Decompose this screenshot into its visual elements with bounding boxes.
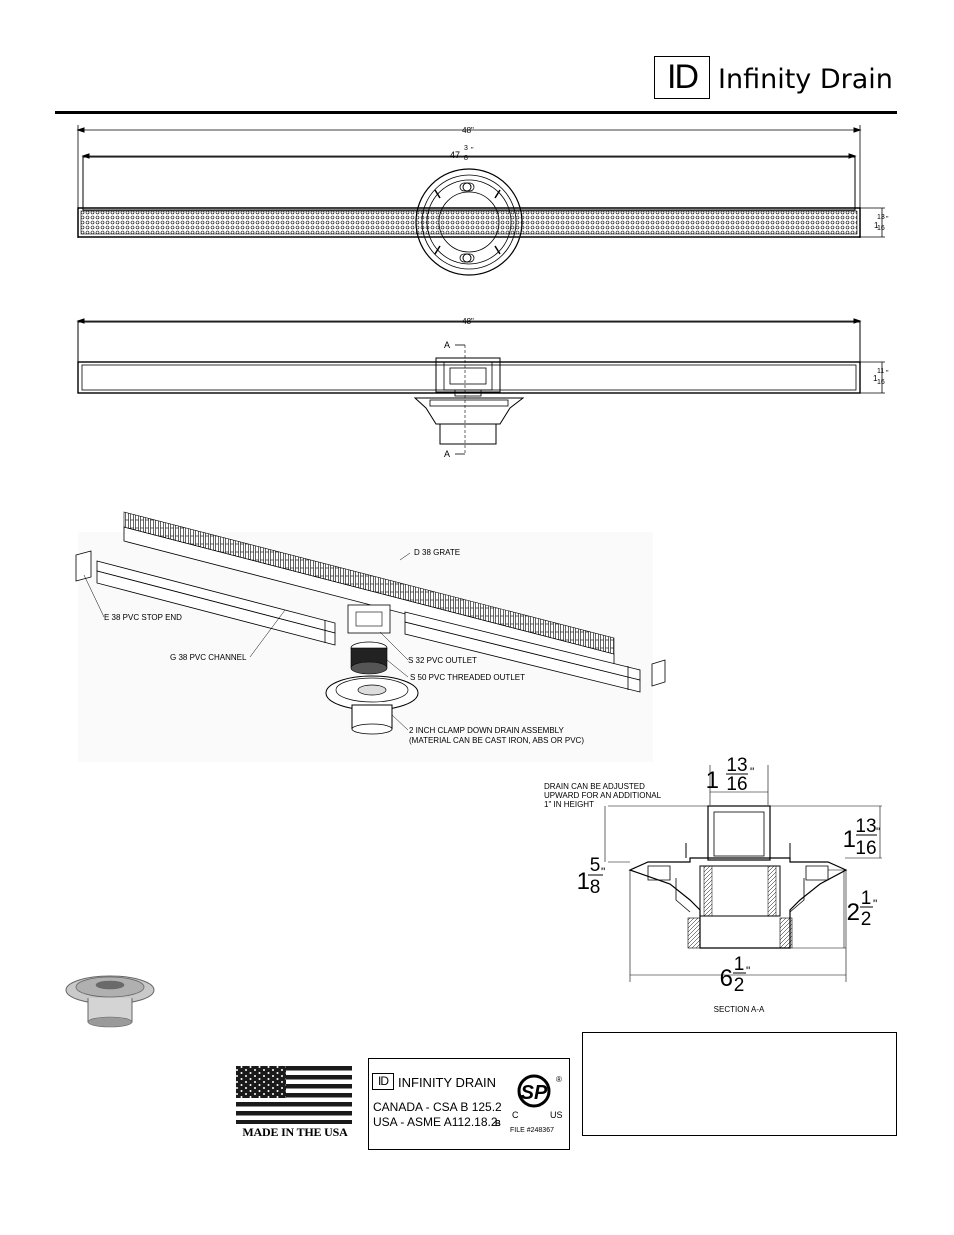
exploded-view	[75, 511, 666, 762]
side-height-num: 11	[877, 368, 884, 375]
header-rule	[55, 111, 897, 114]
section-mark-top: A	[444, 340, 450, 350]
top-width-whole-sec: 1	[706, 767, 719, 794]
label-clamp-drain: 2 INCH CLAMP DOWN DRAIN ASSEMBLY	[409, 726, 565, 735]
flange-width-num: 1	[734, 954, 745, 975]
section-note-2: UPWARD FOR AN ADDITIONAL	[544, 791, 662, 800]
label-threaded-outlet: S 50 PVC THREADED OUTLET	[410, 673, 525, 682]
top-view	[76, 125, 885, 276]
stamp-brand: INFINITY DRAIN	[398, 1075, 496, 1090]
side-height-suffix: "	[886, 370, 889, 377]
left-height-den: 8	[590, 877, 601, 898]
made-in-usa-label: MADE IN THE USA	[242, 1125, 348, 1139]
csa-c: C	[512, 1110, 519, 1120]
top-width-whole: 1	[874, 221, 879, 230]
right-height-whole: 1	[843, 826, 856, 853]
body-height-suffix: "	[873, 897, 877, 911]
top-width-suffix: "	[886, 216, 889, 223]
top-width-num-sec: 13	[726, 755, 747, 776]
top-channel-length-whole: 47	[450, 150, 460, 160]
info-box	[582, 1032, 897, 1136]
label-grate: D 38 GRATE	[414, 548, 460, 557]
side-height-whole: 1	[873, 374, 878, 383]
section-view	[604, 765, 882, 982]
csa-mark-icon	[517, 1074, 551, 1108]
us-flag-icon	[236, 1066, 352, 1124]
section-note-3: 1" IN HEIGHT	[544, 800, 594, 809]
brand-name: Infinity Drain	[718, 64, 893, 95]
side-height-den: 16	[877, 379, 885, 386]
right-height-num: 13	[855, 816, 876, 837]
side-overall-length: 48"	[462, 317, 474, 326]
stamp-line-usa: USA - ASME A112.18.2	[373, 1115, 498, 1129]
right-height-den: 16	[855, 838, 876, 859]
top-overall-length: 48"	[462, 126, 474, 135]
flange-width-suffix: "	[746, 964, 750, 978]
top-channel-length-suffix: "	[471, 147, 474, 154]
top-channel-length-num: 3	[464, 145, 468, 152]
left-height-suffix: "	[601, 865, 605, 879]
left-height-num: 5	[590, 855, 601, 876]
drain-photo	[64, 968, 164, 1032]
label-stop-end: E 38 PVC STOP END	[104, 613, 182, 622]
body-height-num: 1	[861, 888, 872, 909]
top-channel-length-den: 8	[464, 155, 468, 162]
flange-width-whole: 6	[720, 965, 733, 992]
flange-width-den: 2	[734, 975, 745, 996]
top-width-den: 16	[877, 225, 885, 232]
section-note-1: DRAIN CAN BE ADJUSTED	[544, 782, 645, 791]
top-width-suffix-sec: "	[750, 765, 754, 779]
label-channel: G 38 PVC CHANNEL	[170, 653, 247, 662]
left-height-whole: 1	[577, 868, 590, 895]
section-mark-bottom: A	[444, 449, 450, 459]
label-material: (MATERIAL CAN BE CAST IRON, ABS OR PVC)	[409, 736, 584, 745]
logo-mark: ID	[654, 56, 710, 99]
top-width-den-sec: 16	[726, 774, 747, 795]
certification-stamp	[368, 1058, 570, 1150]
csa-us: US	[550, 1110, 563, 1120]
stamp-b: B	[495, 1119, 501, 1128]
top-width-num: 13	[877, 214, 885, 221]
stamp-line-canada: CANADA - CSA B 125.2	[373, 1100, 502, 1114]
label-pvc-outlet: S 32 PVC OUTLET	[408, 656, 477, 665]
body-height-den: 2	[861, 909, 872, 930]
stamp-id-logo: ID	[372, 1073, 394, 1090]
csa-file: FILE #248367	[510, 1127, 554, 1134]
side-view	[76, 318, 885, 455]
section-caption: SECTION A-A	[714, 1005, 765, 1014]
body-height-whole: 2	[847, 899, 860, 926]
csa-registered: ®	[556, 1075, 562, 1084]
right-height-suffix: "	[876, 825, 880, 839]
csa-mark-letters: SP	[521, 1082, 548, 1104]
